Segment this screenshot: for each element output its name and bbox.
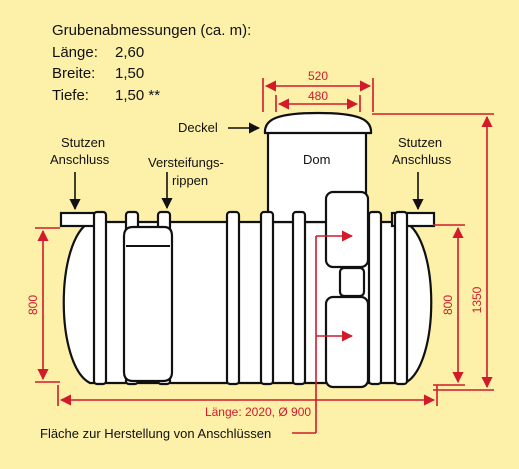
dim-1350-label: 1350 bbox=[470, 286, 484, 313]
right-height-dimension: 800 bbox=[433, 224, 465, 386]
rib bbox=[393, 210, 409, 386]
cover-label: Deckel bbox=[178, 120, 218, 135]
connection-area-upper bbox=[324, 190, 370, 269]
connection-area-joint bbox=[338, 266, 366, 298]
rib bbox=[225, 210, 241, 386]
pit-dimensions-block: Grubenabmessungen (ca. m): Länge: 2,60 B… bbox=[52, 22, 251, 104]
length-value: 2,60 bbox=[115, 44, 144, 61]
connection-area-lower bbox=[324, 295, 370, 389]
rib bbox=[291, 210, 307, 386]
depth-label: Tiefe: bbox=[52, 87, 89, 104]
dim-right-800-label: 800 bbox=[441, 295, 455, 315]
left-stub-label-line2: Anschluss bbox=[50, 152, 110, 167]
rib bbox=[259, 210, 275, 386]
right-stub-label-line1: Stutzen bbox=[398, 135, 442, 150]
left-height-dimension: 800 bbox=[26, 227, 60, 383]
ribs-label-line1: Versteifungs- bbox=[148, 155, 224, 170]
rib bbox=[92, 210, 108, 386]
total-height-dimension: 1350 bbox=[372, 113, 494, 391]
dim-length-label: Länge: 2020, Ø 900 bbox=[205, 405, 311, 419]
width-label: Breite: bbox=[52, 65, 95, 82]
dome-cover bbox=[263, 111, 373, 135]
right-stub-label-line2: Anschluss bbox=[392, 152, 452, 167]
dim-480-label: 480 bbox=[308, 89, 328, 103]
inner-panel bbox=[122, 225, 174, 383]
dome-width-dimensions: 520 480 bbox=[262, 69, 374, 112]
rib bbox=[367, 210, 383, 386]
length-label: Länge: bbox=[52, 44, 98, 61]
depth-value: 1,50 ** bbox=[115, 87, 160, 104]
dim-520-label: 520 bbox=[308, 69, 328, 83]
width-value: 1,50 bbox=[115, 65, 144, 82]
connection-area-label: Fläche zur Herstellung von Anschlüssen bbox=[40, 426, 271, 441]
dim-left-800-label: 800 bbox=[26, 295, 40, 315]
ribs-label-line2: rippen bbox=[172, 173, 208, 188]
pit-dimensions-title: Grubenabmessungen (ca. m): bbox=[52, 22, 251, 39]
dome-label: Dom bbox=[303, 152, 330, 167]
left-stub-label-line1: Stutzen bbox=[61, 135, 105, 150]
length-dimension: Länge: 2020, Ø 900 bbox=[57, 385, 438, 419]
